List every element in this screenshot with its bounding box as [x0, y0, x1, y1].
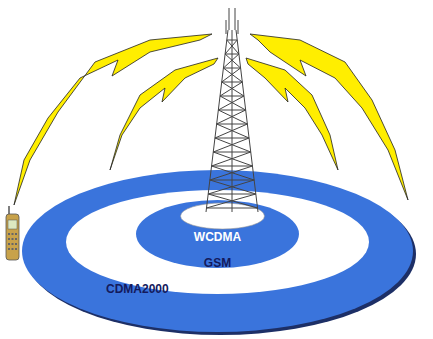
mobile-phone [6, 206, 19, 260]
lightning-bolt [250, 34, 408, 200]
lightning-bolt [14, 34, 212, 205]
radio-tower [206, 8, 258, 212]
band-label: WCDMA [194, 231, 241, 244]
coverage-band: CDMA2000 GSM WCDMA [20, 168, 415, 334]
band-label: CDMA2000 [106, 283, 169, 296]
coverage-band: GSM WCDMA [64, 188, 371, 296]
lightning-bolt [246, 58, 338, 170]
band-label: GSM [204, 257, 231, 270]
lightning-bolt [110, 58, 218, 170]
